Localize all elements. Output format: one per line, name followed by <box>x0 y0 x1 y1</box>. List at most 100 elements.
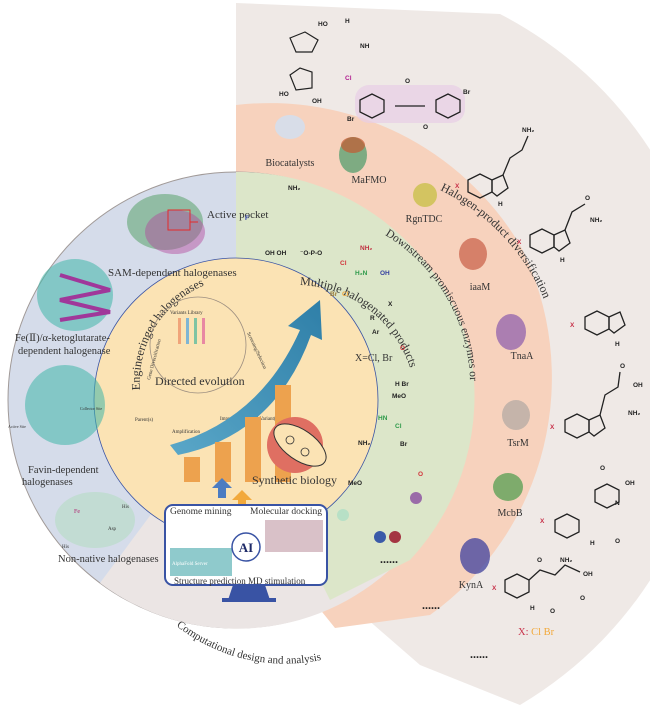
enzyme-mafmo: MaFMO <box>351 175 386 186</box>
svg-text:His: His <box>62 545 69 550</box>
fe-akg-label-line1: Fe(Ⅱ)/α-ketoglutarate- <box>15 333 110 344</box>
svg-text:Br: Br <box>347 116 355 123</box>
svg-text:Ar: Ar <box>372 329 380 336</box>
svg-text:O: O <box>418 471 423 478</box>
product-nucleoside: HO H NH HO OH Cl <box>279 18 370 105</box>
svg-text:H: H <box>615 341 620 348</box>
downstream-ellipsis: ...... <box>422 598 440 612</box>
svg-text:OH: OH <box>625 480 635 487</box>
svg-text:NH₂: NH₂ <box>522 127 534 134</box>
sam-halogenase-structure <box>127 194 205 254</box>
svg-text:NH: NH <box>360 43 370 50</box>
svg-text:H Br: H Br <box>395 381 409 388</box>
svg-text:Br: Br <box>463 89 471 96</box>
svg-text:Br: Br <box>330 291 338 298</box>
blue-up-arrow-icon <box>212 478 232 498</box>
enzyme-biocatalysts: Biocatalysts <box>266 158 315 169</box>
svg-text:O: O <box>423 124 428 131</box>
molecular-docking-label: Molecular docking <box>250 507 322 517</box>
step-variants-library: Variants Library <box>170 311 203 316</box>
svg-text:MeO: MeO <box>392 393 406 400</box>
svg-text:N: N <box>615 500 620 507</box>
svg-text:H: H <box>560 257 565 264</box>
products-molecules: F NH₂ OH OH ⁻O-P-O NH₂ Cl H₂N OH Br Cl R… <box>245 185 393 336</box>
enzyme-structures <box>275 115 530 574</box>
genome-mining-label: Genome mining <box>170 507 232 517</box>
svg-text:O: O <box>580 595 585 602</box>
product-tryptamine: NH₂ H X <box>455 127 534 208</box>
svg-text:OH OH: OH OH <box>265 250 287 257</box>
svg-text:Active Site: Active Site <box>8 424 26 429</box>
x-cl-br-annotation: X=Cl, Br <box>355 353 393 364</box>
svg-text:NH₂: NH₂ <box>360 245 372 252</box>
svg-text:O: O <box>600 465 605 472</box>
svg-text:Cl: Cl <box>340 260 347 267</box>
enzyme-mcbb: McbB <box>498 508 523 519</box>
fe-akg-halogenase-structure <box>37 259 113 331</box>
directed-evolution-title: Directed evolution <box>155 374 245 388</box>
svg-text:NH₂: NH₂ <box>358 440 370 447</box>
fe-akg-label-line2: dependent halogenase <box>18 346 111 357</box>
svg-text:H: H <box>345 18 350 25</box>
svg-text:Fe: Fe <box>74 509 80 515</box>
alphafold-logo: AlphaFold Server <box>172 562 208 567</box>
enzyme-tsrm: TsrM <box>507 438 529 449</box>
non-native-halogenase-structure: Fe Asp His His <box>55 492 135 550</box>
svg-text:H: H <box>530 605 535 612</box>
step-amplification: Amplification <box>172 430 201 435</box>
svg-text:NH₂: NH₂ <box>288 185 300 192</box>
svg-text:X: X <box>455 183 460 190</box>
dna-variants-icon <box>178 318 205 344</box>
product-beta-carboline: O OH N H O X <box>540 465 635 547</box>
svg-text:X: X <box>492 585 497 592</box>
product-indole: H X <box>570 310 626 348</box>
svg-text:Cl: Cl <box>345 75 352 82</box>
svg-text:X: X <box>540 518 545 525</box>
svg-text:Cl: Cl <box>342 291 349 298</box>
svg-text:H₂N: H₂N <box>355 270 368 277</box>
svg-text:O: O <box>615 538 620 545</box>
enzyme-kyna: KynA <box>459 580 484 591</box>
svg-text:OH: OH <box>633 382 643 389</box>
step-parents: Parent(s) <box>135 418 153 423</box>
svg-text:OH: OH <box>583 571 593 578</box>
svg-text:O: O <box>585 195 590 202</box>
flavin-halogenase-structure: Collector Site Active Site <box>8 365 105 445</box>
svg-text:H: H <box>590 540 595 547</box>
svg-text:H: H <box>498 201 503 208</box>
svg-text:R: R <box>370 315 375 322</box>
svg-text:O: O <box>550 608 555 615</box>
svg-text:Collector Site: Collector Site <box>80 406 102 411</box>
svg-text:His: His <box>122 505 129 510</box>
enzyme-tnaa: TnaA <box>511 351 535 362</box>
svg-text:X: X <box>388 301 393 308</box>
ai-label: AI <box>239 540 253 555</box>
svg-text:Asp: Asp <box>108 527 117 532</box>
active-pocket-label: Active pocket <box>207 209 268 221</box>
orange-up-arrow-icon <box>232 490 252 512</box>
svg-text:HO: HO <box>279 91 289 98</box>
svg-text:X: X <box>570 322 575 329</box>
svg-text:OH: OH <box>312 98 322 105</box>
halogen-legend: X: Cl Br <box>518 627 555 638</box>
gear-bacteria-icon <box>267 417 327 473</box>
svg-text:HO: HO <box>318 21 328 28</box>
svg-text:NH₂: NH₂ <box>590 217 602 224</box>
placeholder-substituent-balls <box>337 492 422 543</box>
svg-text:OH: OH <box>380 270 390 277</box>
ai-monitor <box>164 504 328 602</box>
enzyme-iaam: iaaM <box>470 282 491 293</box>
synthetic-biology-label: Synthetic biology <box>252 473 337 487</box>
flavin-label-line2: halogenases <box>22 477 73 488</box>
svg-text:NH₂: NH₂ <box>560 557 572 564</box>
svg-text:HN: HN <box>378 415 388 422</box>
svg-text:O: O <box>537 557 542 564</box>
svg-text:Br: Br <box>400 441 408 448</box>
svg-text:⁻O-P-O: ⁻O-P-O <box>300 250 322 257</box>
